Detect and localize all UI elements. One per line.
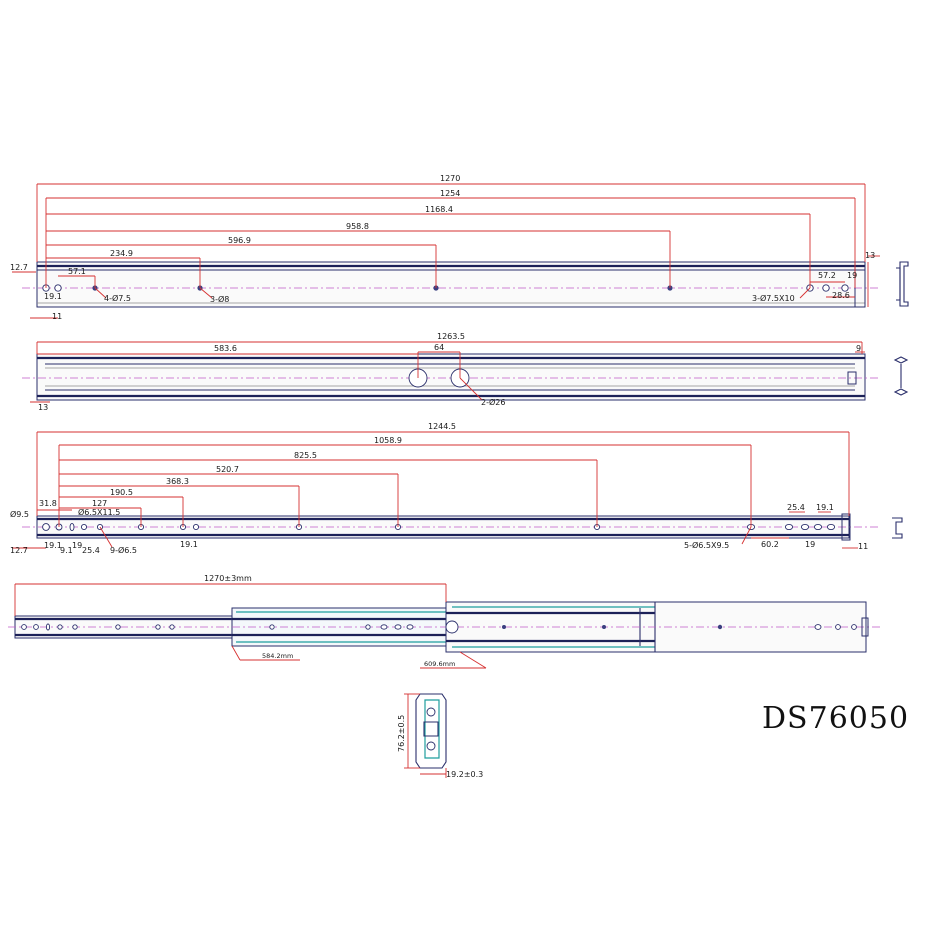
dim-19-2: 19.2±0.3 bbox=[446, 770, 483, 779]
dim-57: 57.1 bbox=[68, 267, 86, 276]
dim-25-4r: 25.4 bbox=[787, 503, 805, 512]
hole-label-5-6-5x9-5: 5-Ø6.5X9.5 bbox=[684, 540, 729, 550]
dim-11: 11 bbox=[858, 542, 868, 551]
dim-19-right: 19 bbox=[847, 271, 857, 280]
dim-9-1: 9.1 bbox=[60, 546, 73, 555]
dim-28-6: 28.6 bbox=[832, 291, 850, 300]
section-labels: 76.2±0.5 19.2±0.3 bbox=[397, 715, 483, 779]
hole-label-4-7-5: 4-Ø7.5 bbox=[104, 293, 131, 303]
dim-25-4: 25.4 bbox=[82, 546, 100, 555]
view-1-outer-member bbox=[22, 261, 909, 308]
view-1-dimensions bbox=[12, 183, 880, 319]
dim-19-1r: 19.1 bbox=[816, 503, 834, 512]
dim-1263-5: 1263.5 bbox=[437, 332, 465, 341]
dim-368-3: 368.3 bbox=[166, 477, 189, 486]
dim-1244-5: 1244.5 bbox=[428, 422, 456, 431]
dim-76-2: 76.2±0.5 bbox=[397, 715, 406, 752]
dim-609-6: 609.6mm bbox=[424, 660, 455, 668]
view-2-dimensions bbox=[30, 341, 865, 403]
dim-12-7: 12.7 bbox=[10, 263, 28, 272]
dim-825-5: 825.5 bbox=[294, 451, 317, 460]
view-3-dimensions bbox=[12, 431, 858, 549]
view-2-intermediate-member bbox=[22, 353, 909, 401]
cross-section bbox=[404, 693, 447, 778]
view-2-labels: 1263.5 583.6 64 9 13 2-Ø26 bbox=[38, 332, 861, 412]
dim-57-2: 57.2 bbox=[818, 271, 836, 280]
dim-11: 11 bbox=[52, 312, 62, 321]
dim-190-5: 190.5 bbox=[110, 488, 133, 497]
dim-234: 234.9 bbox=[110, 249, 133, 258]
dim-19-1a: 19.1 bbox=[44, 541, 62, 550]
dim-1168: 1168.4 bbox=[425, 205, 453, 214]
hole-label-3-7-5x10: 3-Ø7.5X10 bbox=[752, 293, 795, 303]
dim-19-1c: 19.1 bbox=[180, 540, 198, 549]
hole-label-2-26: 2-Ø26 bbox=[481, 397, 505, 407]
view-4-dimensions bbox=[14, 583, 487, 669]
dim-9-5: Ø9.5 bbox=[10, 509, 29, 519]
dim-19-d: 19 bbox=[805, 540, 815, 549]
dim-9: 9 bbox=[856, 344, 861, 353]
dim-13: 13 bbox=[865, 251, 875, 260]
view-4-labels: 1270±3mm 584.2mm 609.6mm bbox=[204, 574, 455, 668]
dim-19-b: 19 bbox=[72, 541, 82, 550]
dim-1254: 1254 bbox=[440, 189, 460, 198]
dim-13: 13 bbox=[38, 403, 48, 412]
dim-1270-pm3: 1270±3mm bbox=[204, 574, 252, 583]
dim-12-7: 12.7 bbox=[10, 546, 28, 555]
dim-1270: 1270 bbox=[440, 174, 460, 183]
dim-64: 64 bbox=[434, 343, 444, 352]
dim-19-1: 19.1 bbox=[44, 292, 62, 301]
view-3-inner-member bbox=[22, 513, 903, 541]
dim-958: 958.8 bbox=[346, 222, 369, 231]
hole-label-3-8: 3-Ø8 bbox=[210, 294, 229, 304]
dim-127: 127 bbox=[92, 499, 107, 508]
dim-31-8: 31.8 bbox=[39, 499, 57, 508]
dim-60-2: 60.2 bbox=[761, 540, 779, 549]
view-1-labels: 1270 1254 1168.4 958.8 596.9 234.9 57.1 … bbox=[10, 174, 875, 321]
hole-label-9-6-5: 9-Ø6.5 bbox=[110, 545, 137, 555]
dim-583-6: 583.6 bbox=[214, 344, 237, 353]
dim-584-2: 584.2mm bbox=[262, 652, 293, 660]
dim-596: 596.9 bbox=[228, 236, 251, 245]
view-4-extended-assembly bbox=[8, 601, 880, 653]
model-number: DS76050 bbox=[762, 701, 909, 736]
view-3-labels: 1244.5 1058.9 825.5 520.7 368.3 190.5 12… bbox=[10, 422, 868, 555]
dim-520-7: 520.7 bbox=[216, 465, 239, 474]
slot-label: Ø6.5X11.5 bbox=[78, 507, 120, 517]
dim-1058-9: 1058.9 bbox=[374, 436, 402, 445]
